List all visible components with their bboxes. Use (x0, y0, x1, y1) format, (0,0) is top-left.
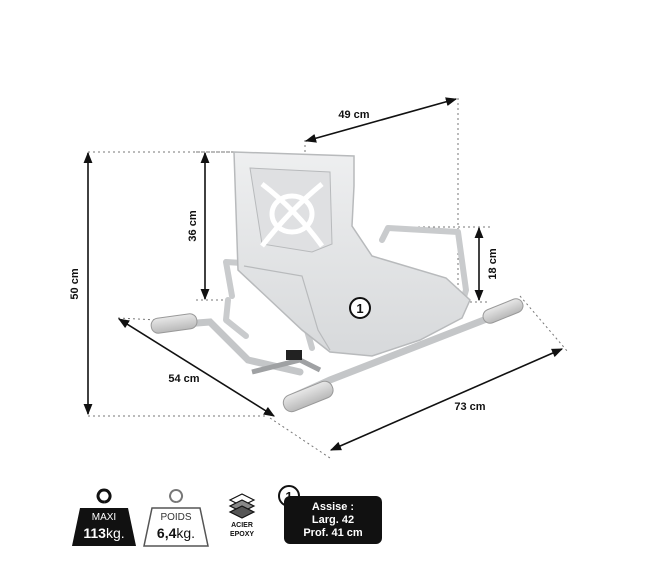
seat-info-box: Assise : Larg. 42 Prof. 41 cm (284, 496, 382, 544)
seat-depth: Prof. 41 cm (303, 527, 363, 539)
seat-marker: 1 (349, 297, 371, 319)
max-load-label: MAXI (91, 512, 117, 523)
material-line2: EPOXY (229, 531, 255, 538)
label-depth: 54 cm (168, 373, 199, 385)
label-armrest-height: 18 cm (487, 248, 499, 279)
backrest-cutout-pattern (260, 182, 325, 248)
arrow-depth (118, 318, 275, 417)
steel-layers-icon (228, 493, 256, 519)
grip-right (482, 298, 524, 324)
arrow-total-width (329, 348, 564, 451)
max-load-number: 113 (83, 525, 106, 541)
label-backrest-height: 36 cm (187, 210, 199, 241)
grip-left (150, 313, 198, 334)
weight-icon (143, 489, 209, 547)
weight-value: 6,4kg. (146, 525, 206, 541)
label-width-top: 49 cm (338, 109, 369, 121)
seat-title: Assise : (311, 501, 355, 513)
arrow-width-top (304, 97, 458, 143)
weight-number: 6,4 (156, 525, 177, 541)
label-total-width: 73 cm (454, 401, 485, 413)
max-load-icon (72, 488, 136, 546)
weight-unit: kg. (176, 525, 196, 541)
rubber-grips (150, 298, 524, 413)
material-label: ACIER EPOXY (220, 521, 264, 539)
svg-text:1: 1 (356, 301, 363, 316)
seat-shell (233, 151, 471, 357)
label-total-height: 50 cm (69, 268, 81, 299)
grip-front (282, 380, 334, 413)
seat-width: Larg. 42 (311, 514, 355, 526)
material-line1: ACIER (231, 522, 253, 529)
dimension-arrows (83, 97, 564, 451)
weight-label: POIDS (160, 512, 192, 523)
max-load-unit: kg. (105, 525, 125, 541)
max-load-value: 113kg. (74, 525, 134, 541)
